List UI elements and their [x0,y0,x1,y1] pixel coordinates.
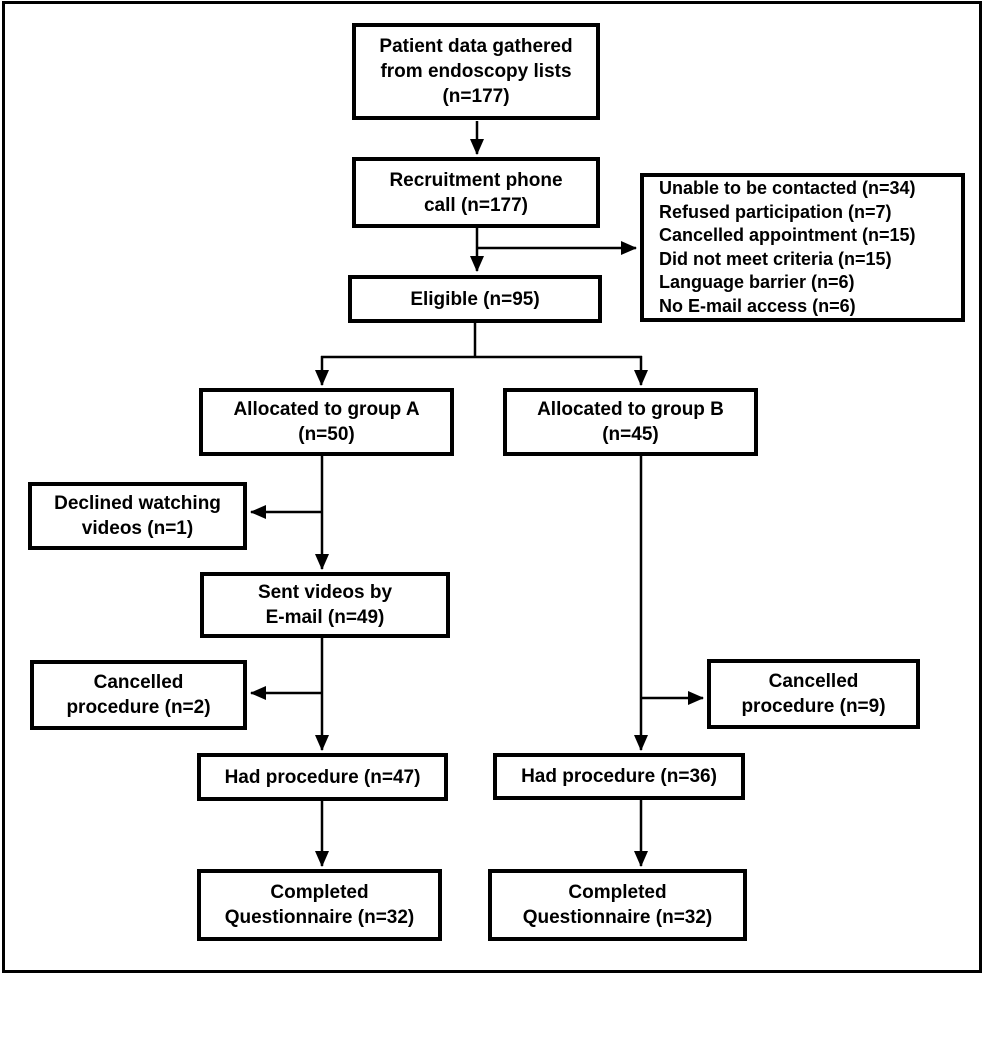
node-patient-data: Patient data gathered from endoscopy lis… [352,23,600,120]
node-cancelled-procedure-a: Cancelled procedure (n=2) [30,660,247,730]
node-completed-questionnaire-b: Completed Questionnaire (n=32) [488,869,747,941]
node-cancelled-procedure-b: Cancelled procedure (n=9) [707,659,920,729]
node-had-procedure-b: Had procedure (n=36) [493,753,745,800]
node-declined-videos: Declined watching videos (n=1) [28,482,247,550]
node-allocated-group-a: Allocated to group A (n=50) [199,388,454,456]
node-had-procedure-a: Had procedure (n=47) [197,753,448,801]
node-allocated-group-b: Allocated to group B (n=45) [503,388,758,456]
node-sent-videos: Sent videos by E-mail (n=49) [200,572,450,638]
node-exclusion-reasons: Unable to be contacted (n=34) Refused pa… [640,173,965,322]
node-eligible: Eligible (n=95) [348,275,602,323]
node-recruitment-call: Recruitment phone call (n=177) [352,157,600,228]
node-completed-questionnaire-a: Completed Questionnaire (n=32) [197,869,442,941]
